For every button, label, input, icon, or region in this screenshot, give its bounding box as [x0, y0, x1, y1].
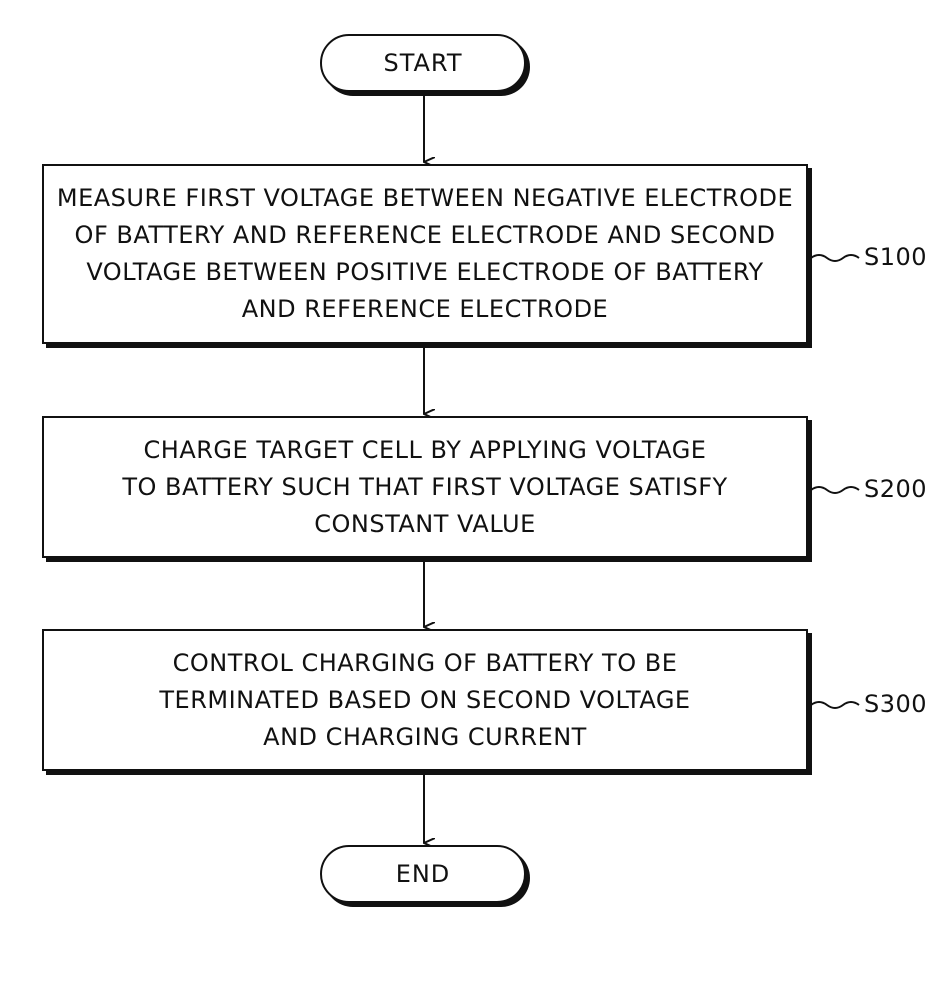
step-s200-text: CHARGE TARGET CELL BY APPLYING VOLTAGE T…	[122, 432, 727, 543]
leader-s200	[811, 487, 859, 493]
step-s300-text: CONTROL CHARGING OF BATTERY TO BE TERMIN…	[159, 645, 690, 756]
leader-s100	[811, 255, 859, 261]
step-s100-box: MEASURE FIRST VOLTAGE BETWEEN NEGATIVE E…	[42, 164, 808, 344]
end-terminal: END	[320, 845, 526, 903]
step-s200-label: S200	[864, 475, 927, 503]
end-label: END	[396, 860, 451, 888]
step-s300-box: CONTROL CHARGING OF BATTERY TO BE TERMIN…	[42, 629, 808, 771]
step-s100-label: S100	[864, 243, 927, 271]
step-s300-label: S300	[864, 690, 927, 718]
leader-s300	[811, 702, 859, 708]
start-label: START	[383, 49, 462, 77]
start-terminal: START	[320, 34, 526, 92]
step-s200-box: CHARGE TARGET CELL BY APPLYING VOLTAGE T…	[42, 416, 808, 558]
step-s100-text: MEASURE FIRST VOLTAGE BETWEEN NEGATIVE E…	[57, 180, 793, 328]
